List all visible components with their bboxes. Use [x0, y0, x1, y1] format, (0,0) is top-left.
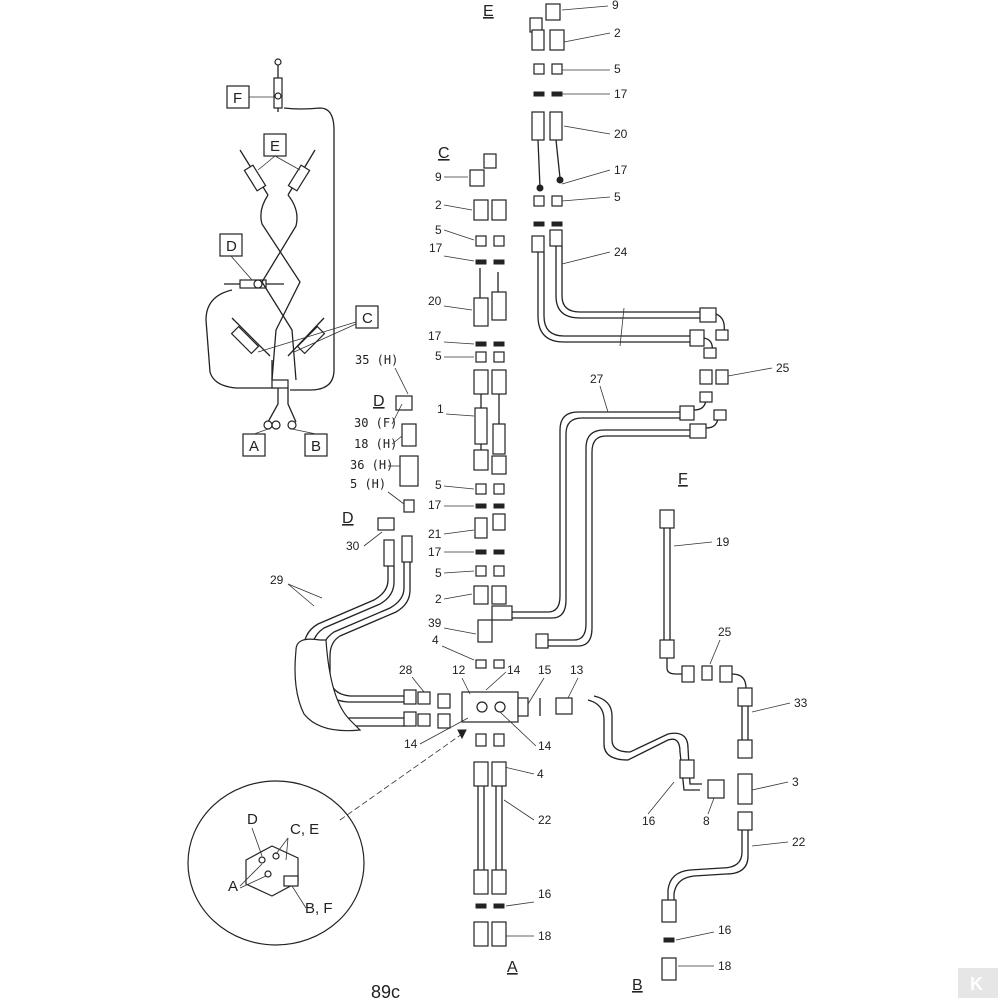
hose-29: 29 — [270, 562, 431, 732]
section-C: C — [428, 145, 513, 669]
section-E: E 9 2 5 — [483, 0, 729, 359]
part-14-left: 14 — [404, 737, 418, 751]
part-C-2b: 2 — [435, 592, 442, 606]
part-D-36H: 36 (H) — [350, 458, 393, 472]
section-F: F 19 25 33 3 22 16 18 B — [632, 471, 808, 994]
part-27: 27 — [590, 372, 604, 386]
part-22-A: 22 — [538, 813, 552, 827]
section-A: 22 16 18 A — [473, 733, 552, 976]
part-12: 12 — [452, 663, 466, 677]
section-label-E: E — [483, 3, 494, 20]
section-label-F: F — [678, 471, 688, 488]
part-14-top: 14 — [507, 663, 521, 677]
part-C-5b: 5 — [435, 349, 442, 363]
part-C-17b: 17 — [428, 329, 442, 343]
part-19: 19 — [716, 535, 730, 549]
valve-block: 28 12 14 15 13 14 14 4 16 8 — [399, 663, 725, 828]
part-8: 8 — [703, 814, 710, 828]
part-E-17b: 17 — [614, 163, 628, 177]
part-15: 15 — [538, 663, 552, 677]
inset-label-A: A — [228, 878, 238, 895]
section-D: D 35 (H) 30 (F) 18 (H) 36 (H) 5 (H) D 30 — [342, 353, 419, 567]
schematic-box-D: D — [226, 238, 237, 255]
part-18-A: 18 — [538, 929, 552, 943]
part-C-17: 17 — [429, 241, 443, 255]
part-33: 33 — [794, 696, 808, 710]
part-C-39: 39 — [428, 616, 442, 630]
part-E-24: 24 — [614, 245, 628, 259]
part-E-17: 17 — [614, 87, 628, 101]
part-E-2: 2 — [614, 26, 621, 40]
section-label-B: B — [632, 977, 643, 994]
part-C-2: 2 — [435, 198, 442, 212]
part-E-20: 20 — [614, 127, 628, 141]
svg-text:K: K — [970, 974, 983, 994]
schematic-overview: F E D C A B — [205, 58, 379, 457]
part-16-F: 16 — [718, 923, 732, 937]
part-28: 28 — [399, 663, 413, 677]
section-label-A: A — [507, 959, 518, 976]
part-22-F: 22 — [792, 835, 806, 849]
inset-detail: D C, E A B, F — [187, 729, 467, 946]
part-E-5b: 5 — [614, 190, 621, 204]
part-25-top: 25 — [776, 361, 790, 375]
part-C-4: 4 — [432, 633, 439, 647]
part-D-30: 30 — [346, 539, 360, 553]
part-13: 13 — [570, 663, 584, 677]
schematic-box-E: E — [270, 138, 280, 155]
part-D-18H: 18 (H) — [354, 437, 397, 451]
part-18-F: 18 — [718, 959, 732, 973]
part-E-9: 9 — [612, 0, 619, 12]
hose-27: 27 25 — [512, 361, 790, 649]
part-C-21: 21 — [428, 527, 442, 541]
watermark-logo: K — [958, 968, 998, 998]
schematic-box-C: C — [362, 310, 373, 327]
part-C-1: 1 — [437, 402, 444, 416]
part-E-5: 5 — [614, 62, 621, 76]
part-4-bottom: 4 — [537, 767, 544, 781]
part-D-30F: 30 (F) — [354, 416, 397, 430]
part-29: 29 — [270, 573, 284, 587]
figure-code: 89c — [371, 982, 400, 1000]
part-25-F: 25 — [718, 625, 732, 639]
part-C-5d: 5 — [435, 566, 442, 580]
inset-label-D: D — [247, 811, 258, 828]
part-7: 16 — [642, 814, 656, 828]
part-D-35H: 35 (H) — [355, 353, 398, 367]
part-C-17c: 17 — [428, 498, 442, 512]
part-C-20: 20 — [428, 294, 442, 308]
schematic-box-B: B — [311, 438, 321, 455]
section-label-D-top: D — [373, 393, 385, 410]
schematic-box-A: A — [249, 438, 259, 455]
part-14-right: 14 — [538, 739, 552, 753]
part-D-5H: 5 (H) — [350, 477, 386, 491]
part-3: 3 — [792, 775, 799, 789]
section-label-D-bottom: D — [342, 510, 354, 527]
part-16-A: 16 — [538, 887, 552, 901]
part-C-5: 5 — [435, 223, 442, 237]
part-C-5c: 5 — [435, 478, 442, 492]
section-label-C: C — [438, 145, 450, 162]
inset-label-BF: B, F — [305, 900, 333, 917]
schematic-box-F: F — [233, 90, 242, 107]
part-C-9: 9 — [435, 170, 442, 184]
part-C-17d: 17 — [428, 545, 442, 559]
inset-label-CE: C, E — [290, 821, 319, 838]
